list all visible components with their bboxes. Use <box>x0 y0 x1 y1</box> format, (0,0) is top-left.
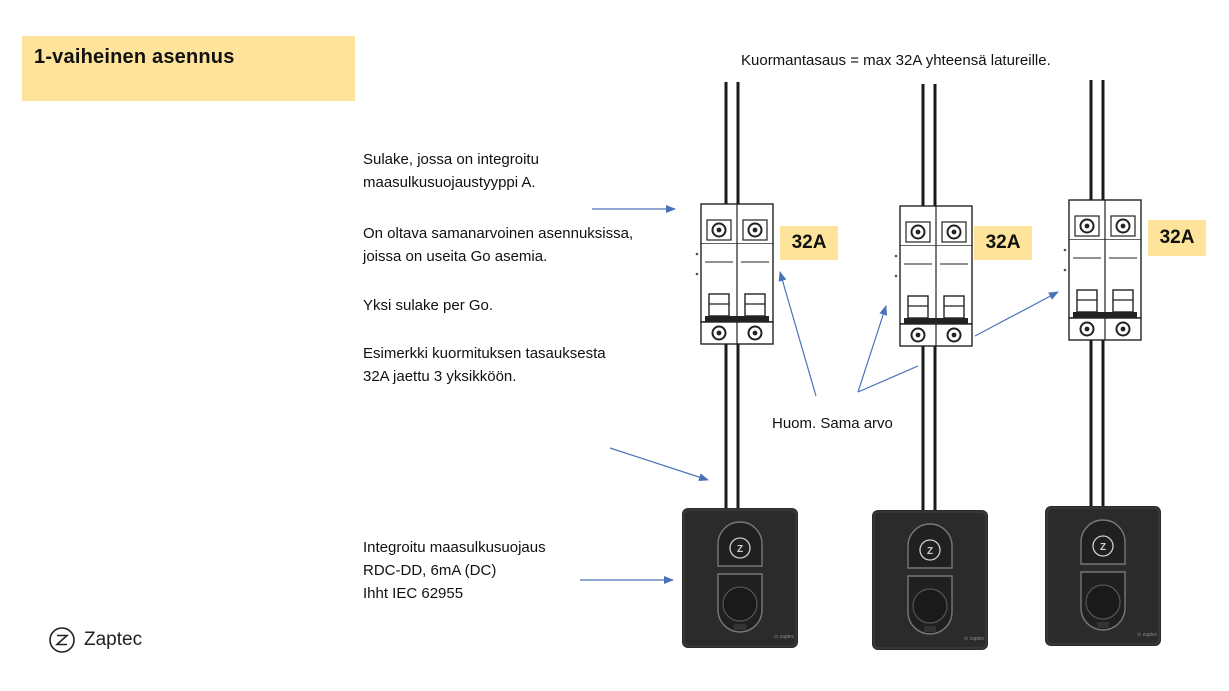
breaker-2 <box>893 205 973 347</box>
breaker-1 <box>694 203 774 345</box>
zaptec-logo-icon <box>49 627 75 653</box>
fuse-description-2: On oltava samanarvoinen asennuksissa, jo… <box>363 225 634 265</box>
load-balancing-note: Kuormantasaus = max 32A yhteensä laturei… <box>741 52 1051 69</box>
fuse-description-3: Yksi sulake per Go. <box>363 297 494 314</box>
breaker-rating-2: 32A <box>974 226 1032 260</box>
charger-1 <box>681 507 799 649</box>
wires-column-1 <box>724 82 740 510</box>
wires-column-2 <box>921 84 937 512</box>
wires-column-3 <box>1089 80 1105 506</box>
title-banner: 1-vaiheinen asennus <box>22 36 355 101</box>
page-title: 1-vaiheinen asennus <box>34 46 235 68</box>
arrow-same-value-2 <box>857 305 888 393</box>
charger-2 <box>871 509 989 651</box>
zaptec-logo: Zaptec <box>48 626 142 654</box>
line-same-value-2b <box>857 365 919 393</box>
breaker-rating-1: 32A <box>780 226 838 260</box>
fuse-description-4: Esimerkki kuormituksen tasauksesta 32A j… <box>363 345 606 385</box>
arrow-wire <box>609 447 709 482</box>
arrow-same-value-3 <box>974 291 1059 337</box>
breaker-rating-3: 32A <box>1148 220 1206 256</box>
fuse-description-1: Sulake, jossa on integroitu maasulkusuoj… <box>363 151 539 191</box>
same-value-note: Huom. Sama arvo <box>772 415 893 432</box>
charger-3 <box>1044 505 1162 647</box>
breaker-3 <box>1062 199 1142 341</box>
rcd-description: Integroitu maasulkusuojaus RDC-DD, 6mA (… <box>363 539 546 602</box>
brand-name: Zaptec <box>84 629 143 650</box>
arrow-same-value-1 <box>778 271 817 397</box>
annotation-arrows <box>580 205 1059 584</box>
